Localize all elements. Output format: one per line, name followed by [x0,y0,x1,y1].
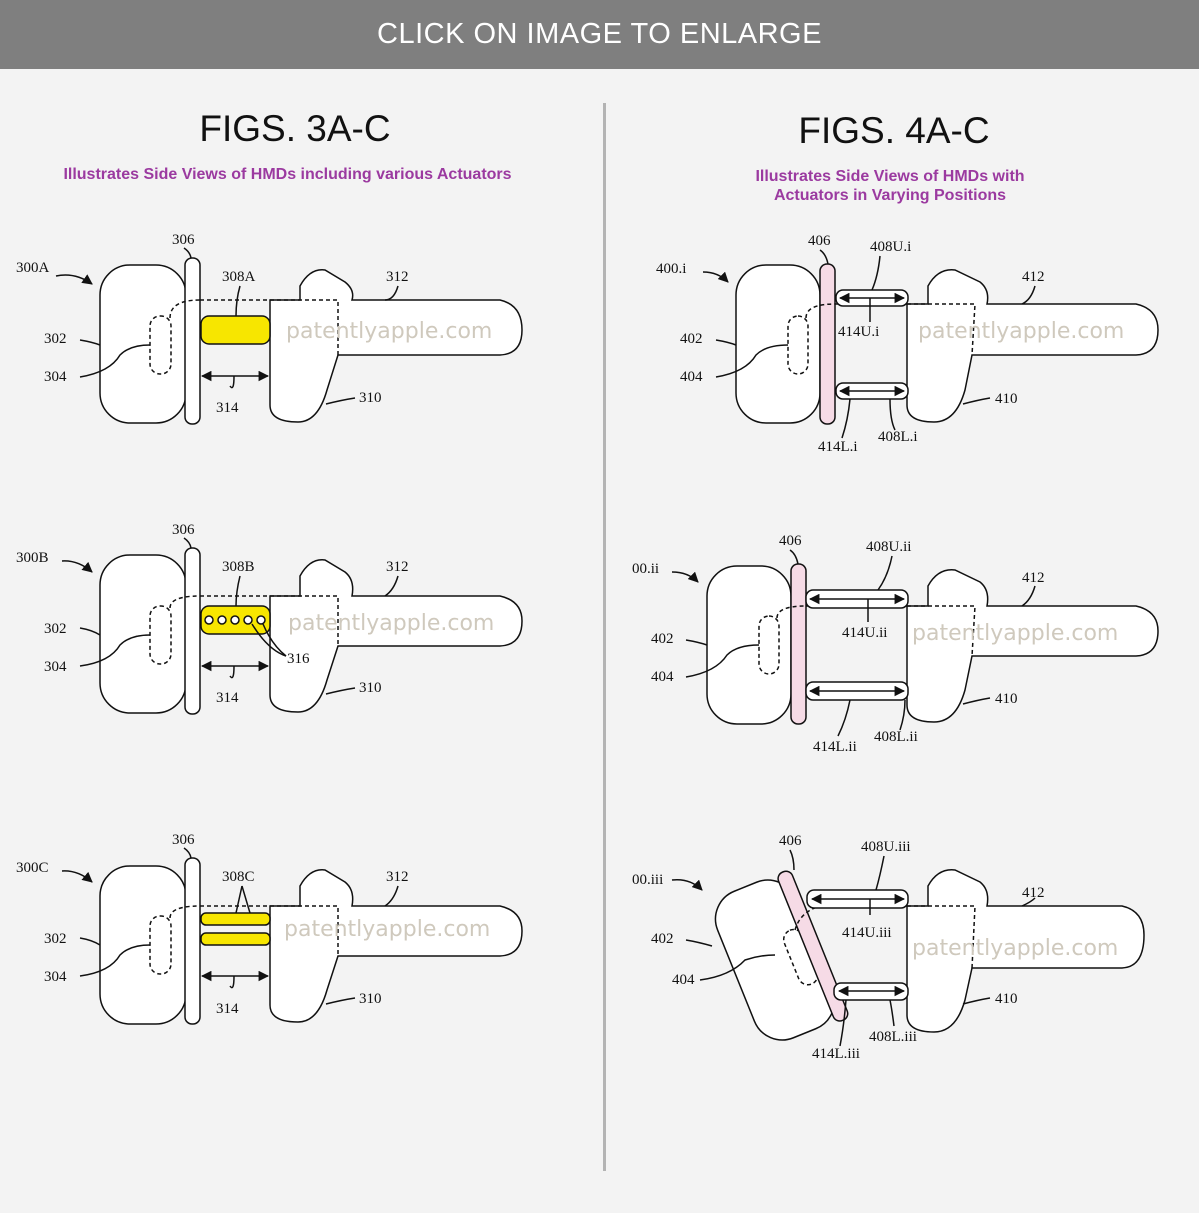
label-314-c: 314 [216,1001,239,1017]
label-314-a: 314 [216,400,239,416]
label-406-iii: 406 [779,833,802,849]
label-412-i: 412 [1022,269,1045,285]
label-412-iii: 412 [1022,885,1045,901]
label-302-c: 302 [44,931,67,947]
watermark-3a: patentlyapple.com [286,319,492,344]
fig-4a [702,249,1159,439]
label-408l-ii: 408L.ii [874,729,918,745]
label-312-b: 312 [386,559,409,575]
label-404-i: 404 [680,369,703,385]
label-310-a: 310 [359,390,382,406]
fig4-title: FIGS. 4A-C [798,110,990,151]
label-408l-iii: 408L.iii [869,1029,917,1045]
watermark-4b: patentlyapple.com [912,621,1118,646]
fig-3c [61,847,523,1025]
label-400iii: 00.iii [632,872,663,888]
enlarge-banner[interactable]: CLICK ON IMAGE TO ENLARGE [0,0,1199,69]
label-404-iii: 404 [672,972,695,988]
label-400i: 400.i [656,261,686,277]
fig4-subtitle: Illustrates Side Views of HMDs with Actu… [700,167,1080,205]
label-402-ii: 402 [651,631,674,647]
label-308b: 308B [222,559,255,575]
label-304-c: 304 [44,969,67,985]
label-414u-ii: 414U.ii [842,625,887,641]
label-414u-iii: 414U.iii [842,925,892,941]
fig-4c [671,849,1145,1047]
label-414l-i: 414L.i [818,439,858,455]
watermark-3c: patentlyapple.com [284,917,490,942]
fig3c-labels: 300C 306 308C 312 302 304 314 310 patent… [16,832,490,1017]
label-406-i: 406 [808,233,831,249]
label-410-ii: 410 [995,691,1018,707]
label-408u-iii: 408U.iii [861,839,911,855]
label-302-b: 302 [44,621,67,637]
label-402-iii: 402 [651,931,674,947]
label-300c: 300C [16,860,49,876]
label-300b: 300B [16,550,49,566]
label-304-a: 304 [44,369,67,385]
label-306-b: 306 [172,522,195,538]
panel-divider [603,103,606,1171]
label-310-c: 310 [359,991,382,1007]
label-408l-i: 408L.i [878,429,918,445]
fig4c-labels: 00.iii 406 408U.iii 412 414U.iii 402 404… [632,833,1118,1062]
label-408u-i: 408U.i [870,239,911,255]
fig3-title: FIGS. 3A-C [199,108,391,149]
label-312-c: 312 [386,869,409,885]
fig4a-labels: 400.i 406 408U.i 412 414U.i 402 404 410 … [656,233,1124,455]
label-402-i: 402 [680,331,703,347]
label-400ii: 00.ii [632,561,659,577]
label-414l-iii: 414L.iii [812,1046,860,1062]
label-306-a: 306 [172,232,195,248]
label-412-ii: 412 [1022,570,1045,586]
label-414u-i: 414U.i [838,324,879,340]
label-306-c: 306 [172,832,195,848]
label-310-b: 310 [359,680,382,696]
label-304-b: 304 [44,659,67,675]
fig3a-labels: 300A 306 308A 312 302 304 314 310 patent… [16,232,492,416]
label-308c: 308C [222,869,255,885]
label-410-iii: 410 [995,991,1018,1007]
label-408u-ii: 408U.ii [866,539,911,555]
label-316: 316 [287,651,310,667]
fig4-subtitle-line1: Illustrates Side Views of HMDs with [755,168,1025,185]
fig4-subtitle-line2: Actuators in Varying Positions [773,187,1007,204]
fig-4b [671,549,1159,737]
label-404-ii: 404 [651,669,674,685]
label-312-a: 312 [386,269,409,285]
fig-3b [61,537,523,715]
fig-3a [55,247,523,425]
label-302-a: 302 [44,331,67,347]
watermark-4c: patentlyapple.com [912,936,1118,961]
watermark-3b: patentlyapple.com [288,611,494,636]
label-414l-ii: 414L.ii [813,739,857,755]
fig4b-labels: 00.ii 406 408U.ii 412 414U.ii 402 404 41… [632,533,1118,755]
label-410-i: 410 [995,391,1018,407]
label-314-b: 314 [216,690,239,706]
label-406-ii: 406 [779,533,802,549]
watermark-4a: patentlyapple.com [918,319,1124,344]
label-308a: 308A [222,269,256,285]
label-300a: 300A [16,260,50,276]
fig3-subtitle: Illustrates Side Views of HMDs including… [63,166,512,183]
fig3b-labels: 300B 306 308B 312 302 304 316 314 310 pa… [16,522,494,706]
